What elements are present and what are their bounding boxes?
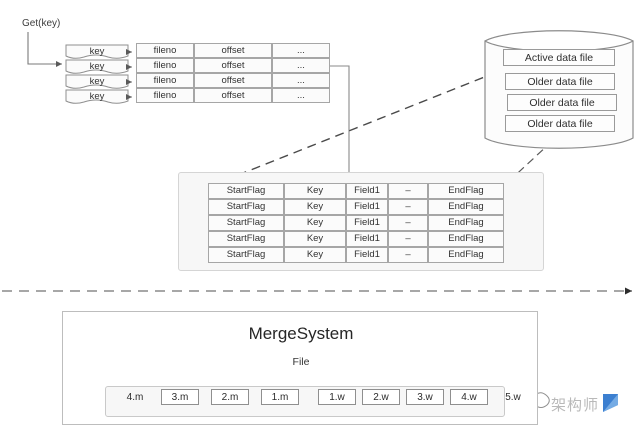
- record-gap-2: –: [388, 199, 428, 215]
- record-field1-1: Field1: [346, 183, 388, 199]
- datastore-file-active: Active data file: [503, 49, 615, 66]
- record-startflag-2: StartFlag: [208, 199, 284, 215]
- entry-fileno-2: fileno: [136, 58, 194, 73]
- entry-more-3: ...: [272, 73, 330, 88]
- datastore-file-older-2: Older data file: [507, 94, 617, 111]
- brand-logo-icon: [603, 394, 619, 412]
- record-gap-4: –: [388, 231, 428, 247]
- key-to-entry-connectors: [126, 49, 132, 100]
- watermark-text: 架构师: [551, 395, 600, 414]
- record-gap-5: –: [388, 247, 428, 263]
- record-startflag-5: StartFlag: [208, 247, 284, 263]
- key-cell-4: key: [89, 91, 105, 102]
- entry-fileno-4: fileno: [136, 88, 194, 103]
- record-endflag-2: EndFlag: [428, 199, 504, 215]
- merge-system-panel: MergeSystem File: [62, 311, 538, 425]
- entry-offset-1: offset: [194, 43, 272, 58]
- record-field1-2: Field1: [346, 199, 388, 215]
- merge-file-1m[interactable]: 1.m: [261, 389, 299, 405]
- record-key-3: Key: [284, 215, 346, 231]
- entry-offset-2: offset: [194, 58, 272, 73]
- entry-offset-4: offset: [194, 88, 272, 103]
- record-endflag-4: EndFlag: [428, 231, 504, 247]
- entry-offset-3: offset: [194, 73, 272, 88]
- record-field1-3: Field1: [346, 215, 388, 231]
- get-key-label: Get(key): [22, 18, 61, 29]
- record-field1-4: Field1: [346, 231, 388, 247]
- merge-file-4m[interactable]: 4.m: [126, 391, 144, 403]
- record-gap-3: –: [388, 215, 428, 231]
- record-key-2: Key: [284, 199, 346, 215]
- entry-more-1: ...: [272, 43, 330, 58]
- datastore-file-older-1: Older data file: [505, 73, 615, 90]
- record-key-1: Key: [284, 183, 346, 199]
- merge-system-title: MergeSystem: [248, 324, 354, 343]
- merge-file-2m[interactable]: 2.m: [211, 389, 249, 405]
- datastore-file-list: Active data file Older data file Older d…: [483, 27, 635, 155]
- record-key-5: Key: [284, 247, 346, 263]
- key-cell-3: key: [89, 76, 105, 87]
- key-cell-2: key: [89, 61, 105, 72]
- entry-fileno-3: fileno: [136, 73, 194, 88]
- datastore-file-older-3: Older data file: [505, 115, 615, 132]
- key-cell-1: key: [89, 46, 105, 57]
- merge-file-1w[interactable]: 1.w: [318, 389, 356, 405]
- merge-file-5w[interactable]: 5.w: [505, 391, 521, 403]
- record-endflag-3: EndFlag: [428, 215, 504, 231]
- record-startflag-1: StartFlag: [208, 183, 284, 199]
- record-gap-1: –: [388, 183, 428, 199]
- merge-file-2w[interactable]: 2.w: [362, 389, 400, 405]
- merge-file-4w[interactable]: 4.w: [450, 389, 488, 405]
- datastore-to-record-dashed: [207, 71, 498, 188]
- entry-more-4: ...: [272, 88, 330, 103]
- entry-more-2: ...: [272, 58, 330, 73]
- merge-file-3m[interactable]: 3.m: [161, 389, 199, 405]
- file-axis-label: File: [292, 356, 310, 368]
- watermark: 架构师: [551, 386, 640, 422]
- key-shapes: [65, 44, 129, 104]
- record-endflag-1: EndFlag: [428, 183, 504, 199]
- record-endflag-5: EndFlag: [428, 247, 504, 263]
- record-key-4: Key: [284, 231, 346, 247]
- get-key-connector: [27, 32, 62, 67]
- entry-fileno-1: fileno: [136, 43, 194, 58]
- record-startflag-3: StartFlag: [208, 215, 284, 231]
- merge-file-3w[interactable]: 3.w: [406, 389, 444, 405]
- record-startflag-4: StartFlag: [208, 231, 284, 247]
- record-field1-5: Field1: [346, 247, 388, 263]
